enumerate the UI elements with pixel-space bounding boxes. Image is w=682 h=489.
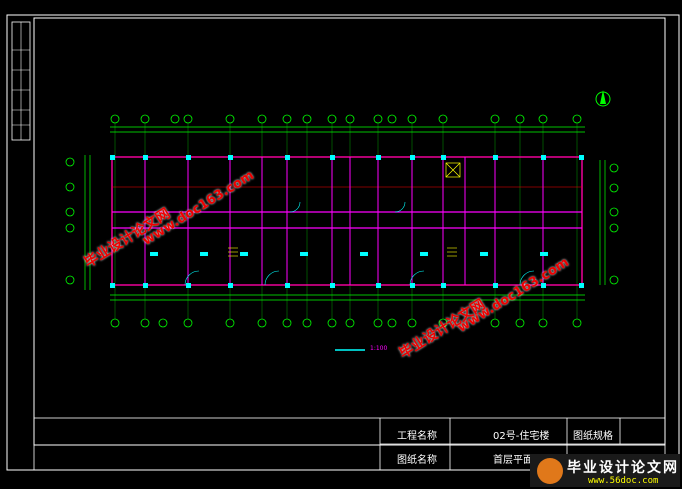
axis-bubbles-top [110, 114, 582, 124]
logo-icon [537, 458, 563, 484]
axis-bubbles-bottom [110, 318, 582, 328]
project-name-label: 工程名称 [397, 431, 437, 442]
shaft-symbol [445, 162, 461, 178]
interior-walls [144, 157, 544, 285]
door-arcs [184, 201, 535, 286]
title-block [33, 417, 666, 471]
binding-strip-lines [12, 22, 30, 140]
building-outline [111, 156, 583, 286]
scale-label: 1:100 [370, 345, 388, 352]
north-arrow-icon [595, 90, 611, 107]
drawing-spec-label: 图纸规格 [573, 431, 613, 442]
stair-symbols [228, 247, 457, 257]
dimension-lines [84, 126, 606, 301]
axis-bubbles-sides [65, 157, 619, 285]
columns [110, 155, 584, 288]
logo-url: www.56doc.com [588, 476, 659, 486]
logo-title: 毕业设计论文网 [567, 460, 679, 476]
project-name-value: 02号-住宅楼 [493, 431, 550, 442]
inner-frame [33, 17, 666, 446]
drawing-name-label: 图纸名称 [397, 455, 437, 466]
drawing-name-value: 首层平面图 [493, 455, 543, 466]
